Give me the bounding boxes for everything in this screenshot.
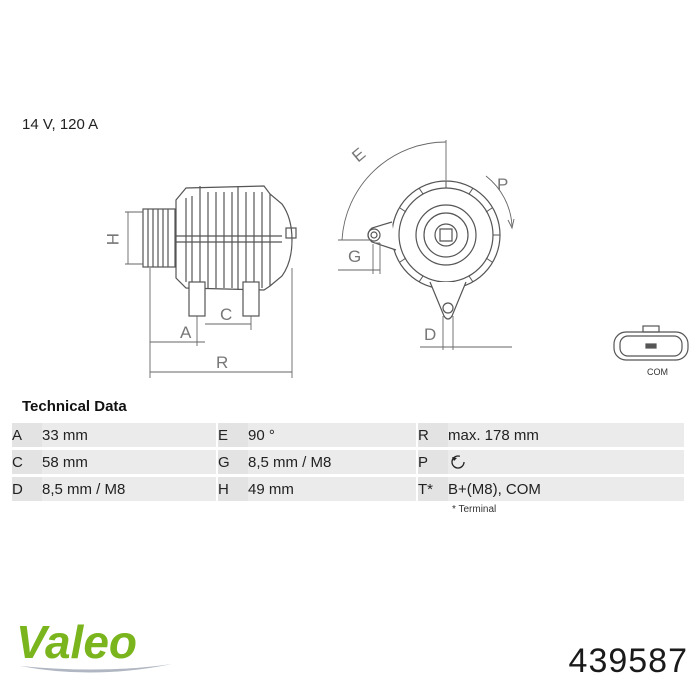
clockwise-rotation-icon [451,455,465,469]
alternator-body [175,185,297,291]
technical-data-table: A 33 mm E 90 ° R max. 178 mm C 58 mm G 8… [12,420,684,504]
valeo-logo: Valeo [16,616,172,673]
rating: 14 V, 120 A [22,116,99,133]
table-key: C [12,450,42,474]
front-dimension-lines [338,140,515,350]
table-key: R [418,423,448,447]
table-key: P [418,450,448,474]
label-p: P [497,175,508,194]
label-g: G [348,247,361,266]
alternator-drawing: H A C R E P G D COM [103,140,689,378]
com-connector [613,325,689,361]
table-key: H [218,477,248,501]
technical-data-title: Technical Data [22,398,127,415]
table-value: 8,5 mm / M8 [248,450,416,474]
table-value: B+(M8), COM [448,477,684,501]
label-h: H [103,233,122,245]
pulley [142,208,176,268]
label-a: A [180,323,192,342]
com-label: COM [647,367,668,377]
label-c: C [220,305,232,324]
table-row: A 33 mm E 90 ° R max. 178 mm [12,423,684,447]
table-row: D 8,5 mm / M8 H 49 mm T* B+(M8), COM [12,477,684,501]
table-key: T* [418,477,448,501]
part-number: 439587 [568,642,688,680]
table-value: 8,5 mm / M8 [42,477,216,501]
table-value-rotation [448,450,684,474]
label-d: D [424,325,436,344]
table-value: 58 mm [42,450,216,474]
label-r: R [216,353,228,372]
table-value: max. 178 mm [448,423,684,447]
table-value: 90 ° [248,423,416,447]
table-row: C 58 mm G 8,5 mm / M8 P [12,450,684,474]
label-e: E [348,144,369,166]
table-key: E [218,423,248,447]
table-value: 33 mm [42,423,216,447]
brand-name: Valeo [16,616,137,668]
table-key: G [218,450,248,474]
table-key: D [12,477,42,501]
terminal-footnote: * Terminal [452,504,497,515]
table-key: A [12,423,42,447]
dimension-lines [125,211,293,378]
front-view [367,180,501,320]
table-value: 49 mm [248,477,416,501]
